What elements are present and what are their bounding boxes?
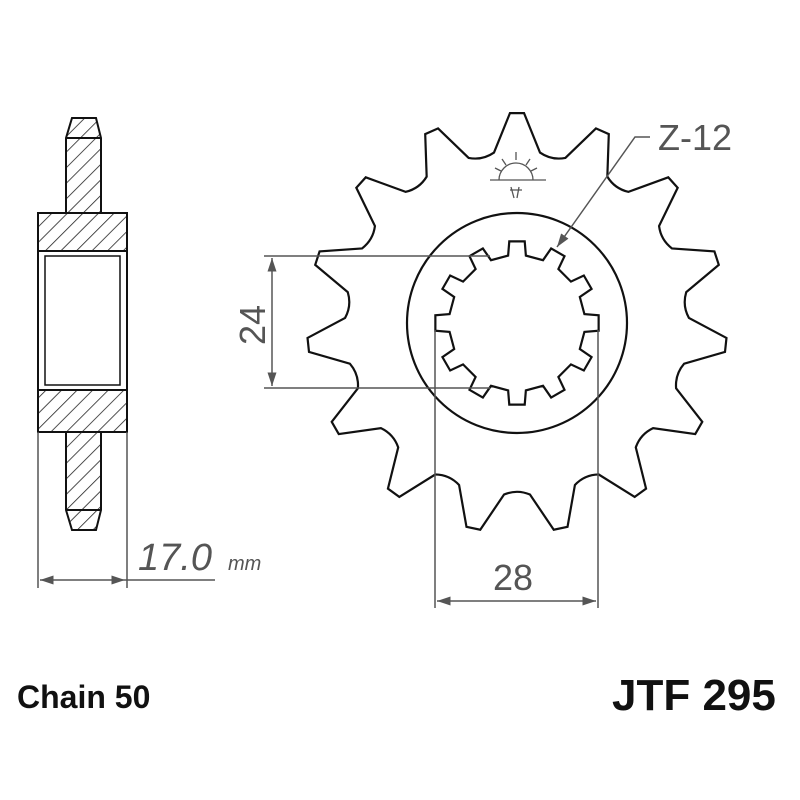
bore-dimension xyxy=(264,255,490,389)
bore-dimension-value: 24 xyxy=(232,305,273,345)
side-tooth-bottom xyxy=(65,432,102,531)
jt-sunrise-logo xyxy=(490,152,546,199)
side-hub-bottom xyxy=(37,389,128,433)
width-dimension xyxy=(37,432,215,588)
width-unit: mm xyxy=(228,553,261,575)
chain-label: Chain 50 xyxy=(17,679,150,715)
spline-label: Z-12 xyxy=(658,117,732,158)
hub-circle xyxy=(405,211,629,435)
width-value: 17.0 xyxy=(138,537,212,579)
spline-outline xyxy=(434,240,600,406)
spline-leader xyxy=(556,136,650,248)
spline-dimension-value: 28 xyxy=(493,557,533,598)
side-tooth-top xyxy=(65,117,102,213)
side-hub-top xyxy=(37,212,128,252)
side-bore xyxy=(37,250,128,391)
side-view xyxy=(37,117,128,531)
sprocket-front-view xyxy=(306,112,728,531)
spline-dimension xyxy=(434,330,599,608)
part-number: JTF 295 xyxy=(612,671,776,720)
